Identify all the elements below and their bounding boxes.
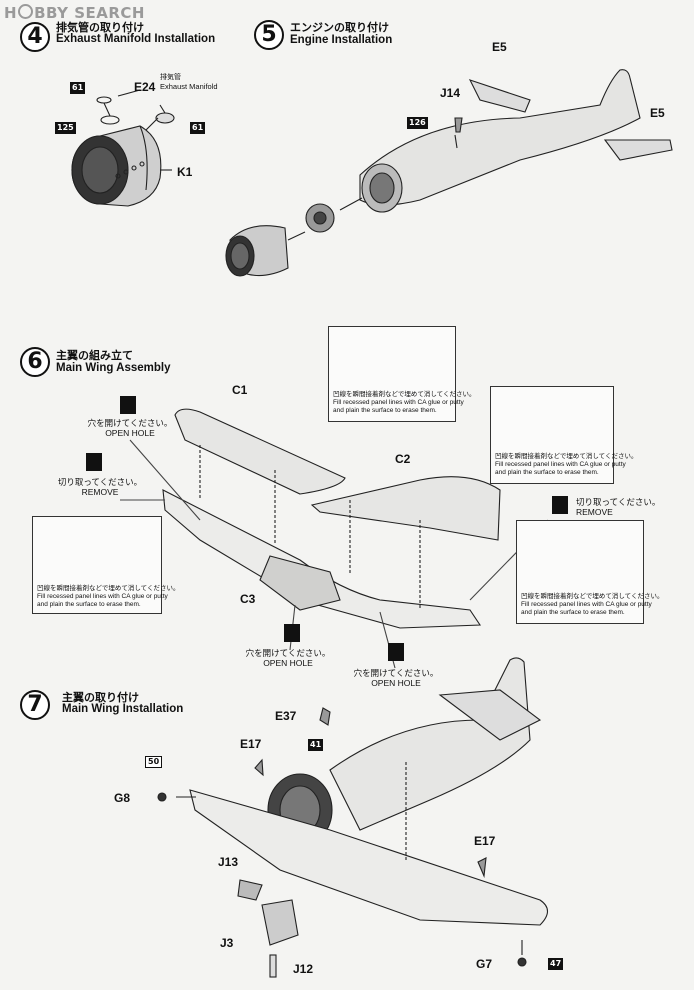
part-c2-label: C2 [395,452,411,466]
fill-note-en1: Fill recessed panel lines with CA glue o… [333,399,464,406]
fill-note-ja: 凹線を瞬間接着剤などで埋めて消してください。 [37,585,180,592]
fill-note-en1: Fill recessed panel lines with CA glue o… [521,601,652,608]
ref-50: 50 [145,756,163,768]
step-7-number: 7 [20,690,50,720]
step-5-number: 5 [254,20,284,50]
open-hole-note-3: 穴を開けてください。OPEN HOLE [353,668,439,688]
step-7-title-en: Main Wing Installation [62,703,184,715]
cut-icon [552,496,568,514]
ref-61-b: 61 [190,122,206,134]
step-6-number: 6 [20,347,50,377]
step-5-title-en: Engine Installation [290,34,393,46]
wing-installation-drawing [157,657,549,978]
open-hole-note-2: 穴を開けてください。OPEN HOLE [245,648,331,668]
part-j13-label: J13 [218,855,239,869]
step-5-title-ja: エンジンの取り付け [290,21,389,34]
inset-fill-note-left: 凹線を瞬間接着剤などで埋めて消してください。 Fill recessed pan… [32,516,179,614]
part-e5-label-b: E5 [650,106,665,120]
step-4-title-ja: 排気管の取り付け [56,21,144,34]
part-j3-label: J3 [220,936,234,950]
remove-note-2: 切り取ってください。REMOVE [576,497,661,517]
open-hole-note-1: 穴を開けてください。OPEN HOLE [87,418,173,438]
wing-assembly-drawing [120,408,549,669]
drill-icon [388,643,404,661]
part-j14-label: J14 [440,86,461,100]
ref-47: 47 [548,958,564,970]
fill-note-ja: 凹線を瞬間接着剤などで埋めて消してください。 [495,453,638,460]
step-4-title-en: Exhaust Manifold Installation [56,33,216,45]
part-e24-en: Exhaust Manifold [160,82,218,91]
drill-icon [120,396,136,414]
part-e24-label: E24 [134,80,156,94]
part-e5-label-a: E5 [492,40,507,54]
fill-note-en1: Fill recessed panel lines with CA glue o… [37,593,168,600]
fill-note-en1: Fill recessed panel lines with CA glue o… [495,461,626,468]
part-j12-label: J12 [293,962,314,976]
fill-note-en2: and plain the surface to erase them. [495,469,599,476]
part-g8-label: G8 [114,791,131,805]
fill-note-en2: and plain the surface to erase them. [521,609,625,616]
drill-icon [284,624,300,642]
inset-fill-note-top: 凹線を瞬間接着剤などで埋めて消してください。 Fill recessed pan… [328,326,475,422]
part-g7-label: G7 [476,957,493,971]
ref-41: 41 [308,739,324,751]
remove-note-1: 切り取ってください。REMOVE [57,477,143,497]
k1-cowling-drawing [71,89,175,207]
ref-125: 125 [55,122,76,134]
fill-note-en2: and plain the surface to erase them. [37,601,141,608]
step-6-title-en: Main Wing Assembly [56,362,171,374]
step-4-number: 4 [20,22,50,52]
part-k1-label: K1 [177,165,193,179]
part-e17-label-a: E17 [240,737,262,751]
fill-note-ja: 凹線を瞬間接着剤などで埋めて消してください。 [333,391,476,398]
part-c3-label: C3 [240,592,256,606]
part-c1-label: C1 [232,383,248,397]
step-6-title-ja: 主翼の組み立て [56,349,133,362]
part-e17-label-b: E17 [474,834,496,848]
ref-61-a: 61 [70,82,86,94]
fill-note-en2: and plain the surface to erase them. [333,407,437,414]
inset-fill-note-lower-right: 凹線を瞬間接着剤などで埋めて消してください。 Fill recessed pan… [516,520,663,624]
ref-126: 126 [407,117,428,129]
part-e24-ja: 排気管 [160,74,181,81]
part-e37-label: E37 [275,709,297,723]
fill-note-ja: 凹線を瞬間接着剤などで埋めて消してください。 [521,593,664,600]
step-7-title-ja: 主翼の取り付け [62,691,139,704]
cut-icon [86,453,102,471]
inset-fill-note-right: 凹線を瞬間接着剤などで埋めて消してください。 Fill recessed pan… [490,386,637,484]
engine-installation-drawing [225,69,673,277]
